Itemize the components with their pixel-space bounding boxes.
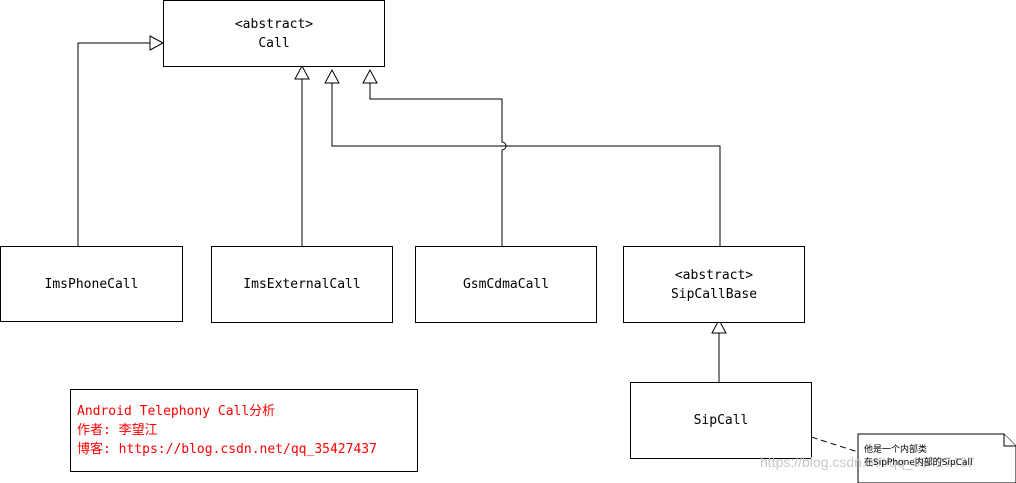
- inheritance-line-gsmcdmacall: [369, 83, 507, 246]
- imsphonecall-name: ImsPhoneCall: [44, 276, 139, 292]
- sipcallbase-stereotype: <abstract>: [674, 267, 754, 283]
- class-imsphonecall[interactable]: ImsPhoneCall: [0, 246, 183, 322]
- author-note-author: 作者: 李望江: [77, 423, 158, 438]
- arrowhead-sipcallbase: [324, 68, 340, 84]
- watermark: https://blog.csdn.net/qq_35427437: [760, 454, 975, 470]
- class-gsmcdmacall[interactable]: GsmCdmaCall: [415, 246, 597, 323]
- class-sipcallbase[interactable]: <abstract> SipCallBase: [623, 246, 805, 323]
- class-sipcall[interactable]: SipCall: [630, 382, 812, 459]
- arrowhead-imsexternalcall: [294, 64, 310, 80]
- arrowhead-sipcall: [711, 318, 727, 334]
- call-name: Call: [258, 35, 290, 51]
- arrowhead-gsmcdmacall: [362, 68, 378, 84]
- comment-note-shape: [857, 433, 1016, 483]
- comment-note-fold: [1003, 434, 1016, 447]
- inheritance-line-sipcallbase: [331, 83, 721, 246]
- comment-line-1: 他是一个内部类: [864, 445, 928, 455]
- comment-line-2: 在SipPhone内部的SipCall: [864, 458, 973, 468]
- author-note[interactable]: Android Telephony Call分析 作者: 李望江 博客: htt…: [70, 389, 418, 472]
- sipcall-name: SipCall: [693, 413, 749, 428]
- author-note-title: Android Telephony Call分析: [77, 404, 276, 419]
- author-note-blog: 博客: https://blog.csdn.net/qq_35427437: [77, 442, 377, 457]
- comment-note[interactable]: 他是一个内部类 在SipPhone内部的SipCall: [864, 444, 973, 470]
- imsexternalcall-name: ImsExternalCall: [243, 277, 361, 292]
- inheritance-line-imsphonecall: [77, 42, 150, 246]
- arrowhead-imsphonecall: [149, 35, 165, 51]
- call-stereotype: <abstract>: [234, 16, 314, 32]
- gsmcdmacall-name: GsmCdmaCall: [462, 277, 550, 292]
- class-imsexternalcall[interactable]: ImsExternalCall: [211, 246, 393, 323]
- sipcallbase-name: SipCallBase: [670, 286, 758, 302]
- class-call[interactable]: <abstract> Call: [163, 0, 385, 67]
